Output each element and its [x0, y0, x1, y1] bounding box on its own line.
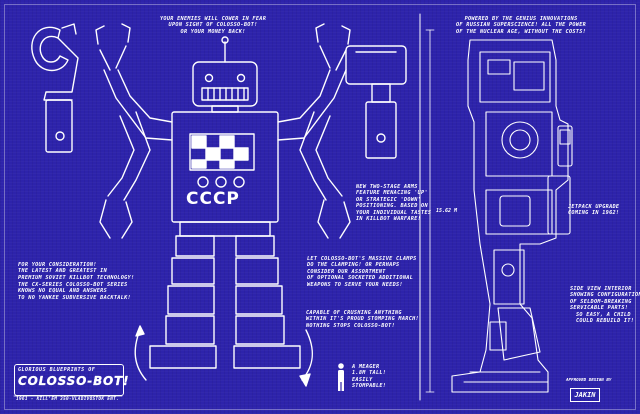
- note-massive-clamps: LET COLOSSO-BOT'S MASSIVE CLAMPS DO THE …: [307, 256, 417, 288]
- hook-detail: [31, 23, 79, 153]
- side-view-drawing: [425, 29, 573, 393]
- note-human-scale: A MEAGER 1.8M TALL! EASILY STOMPABLE!: [352, 364, 387, 390]
- note-stomping-march: CAPABLE OF CRUSHING ANYTHING WITHIN IT'S…: [306, 310, 419, 329]
- note-jetpack: JETPACK UPGRADE COMING IN 1962!: [568, 204, 620, 217]
- hammer-detail: [345, 45, 407, 159]
- robot-right-arm: [277, 23, 351, 239]
- note-child-rebuild: SO EASY, A CHILD COULD REBUILD IT!: [576, 312, 635, 325]
- robot-head: [192, 36, 258, 113]
- note-side-view: SIDE VIEW INTERIOR SHOWING CONFIGURATION…: [570, 286, 640, 312]
- note-powered-by: POWERED BY THE GENIUS INNOVATIONS OF RUS…: [456, 16, 587, 35]
- robot-legs: [134, 235, 313, 387]
- note-enemies-cower: YOUR ENEMIES WILL COWER IN FEAR UPON SIG…: [160, 16, 267, 35]
- title-subline: 1961 - KILL'EM 350-VLADIVOSTOK ENT.: [16, 397, 120, 402]
- poster-border: [4, 4, 636, 410]
- human-scale-figure: [338, 363, 344, 391]
- height-dimension-label: 15.62 M: [436, 208, 458, 214]
- title-kicker: GLORIOUS BLUEPRINTS OF: [18, 367, 96, 373]
- robot-body: [171, 111, 279, 237]
- robot-left-arm: [95, 23, 173, 239]
- approved-credit: APPROVED DESIGN BY: [566, 377, 612, 382]
- title-box: [14, 364, 124, 396]
- note-cx-series: THE CX-SERIES COLOSSO-BOT SERIES KNOWS N…: [18, 282, 131, 301]
- artist-signature: JAKIN: [570, 388, 600, 402]
- chest-emblem-text: CCCP: [186, 189, 240, 209]
- note-consideration: FOR YOUR CONSIDERATION! THE LATEST AND G…: [18, 262, 135, 281]
- poster-title: COLOSSO-BOT!: [18, 374, 130, 388]
- note-two-stage-arms: NEW TWO-STAGE ARMS FEATURE MENACING 'UP'…: [356, 184, 432, 223]
